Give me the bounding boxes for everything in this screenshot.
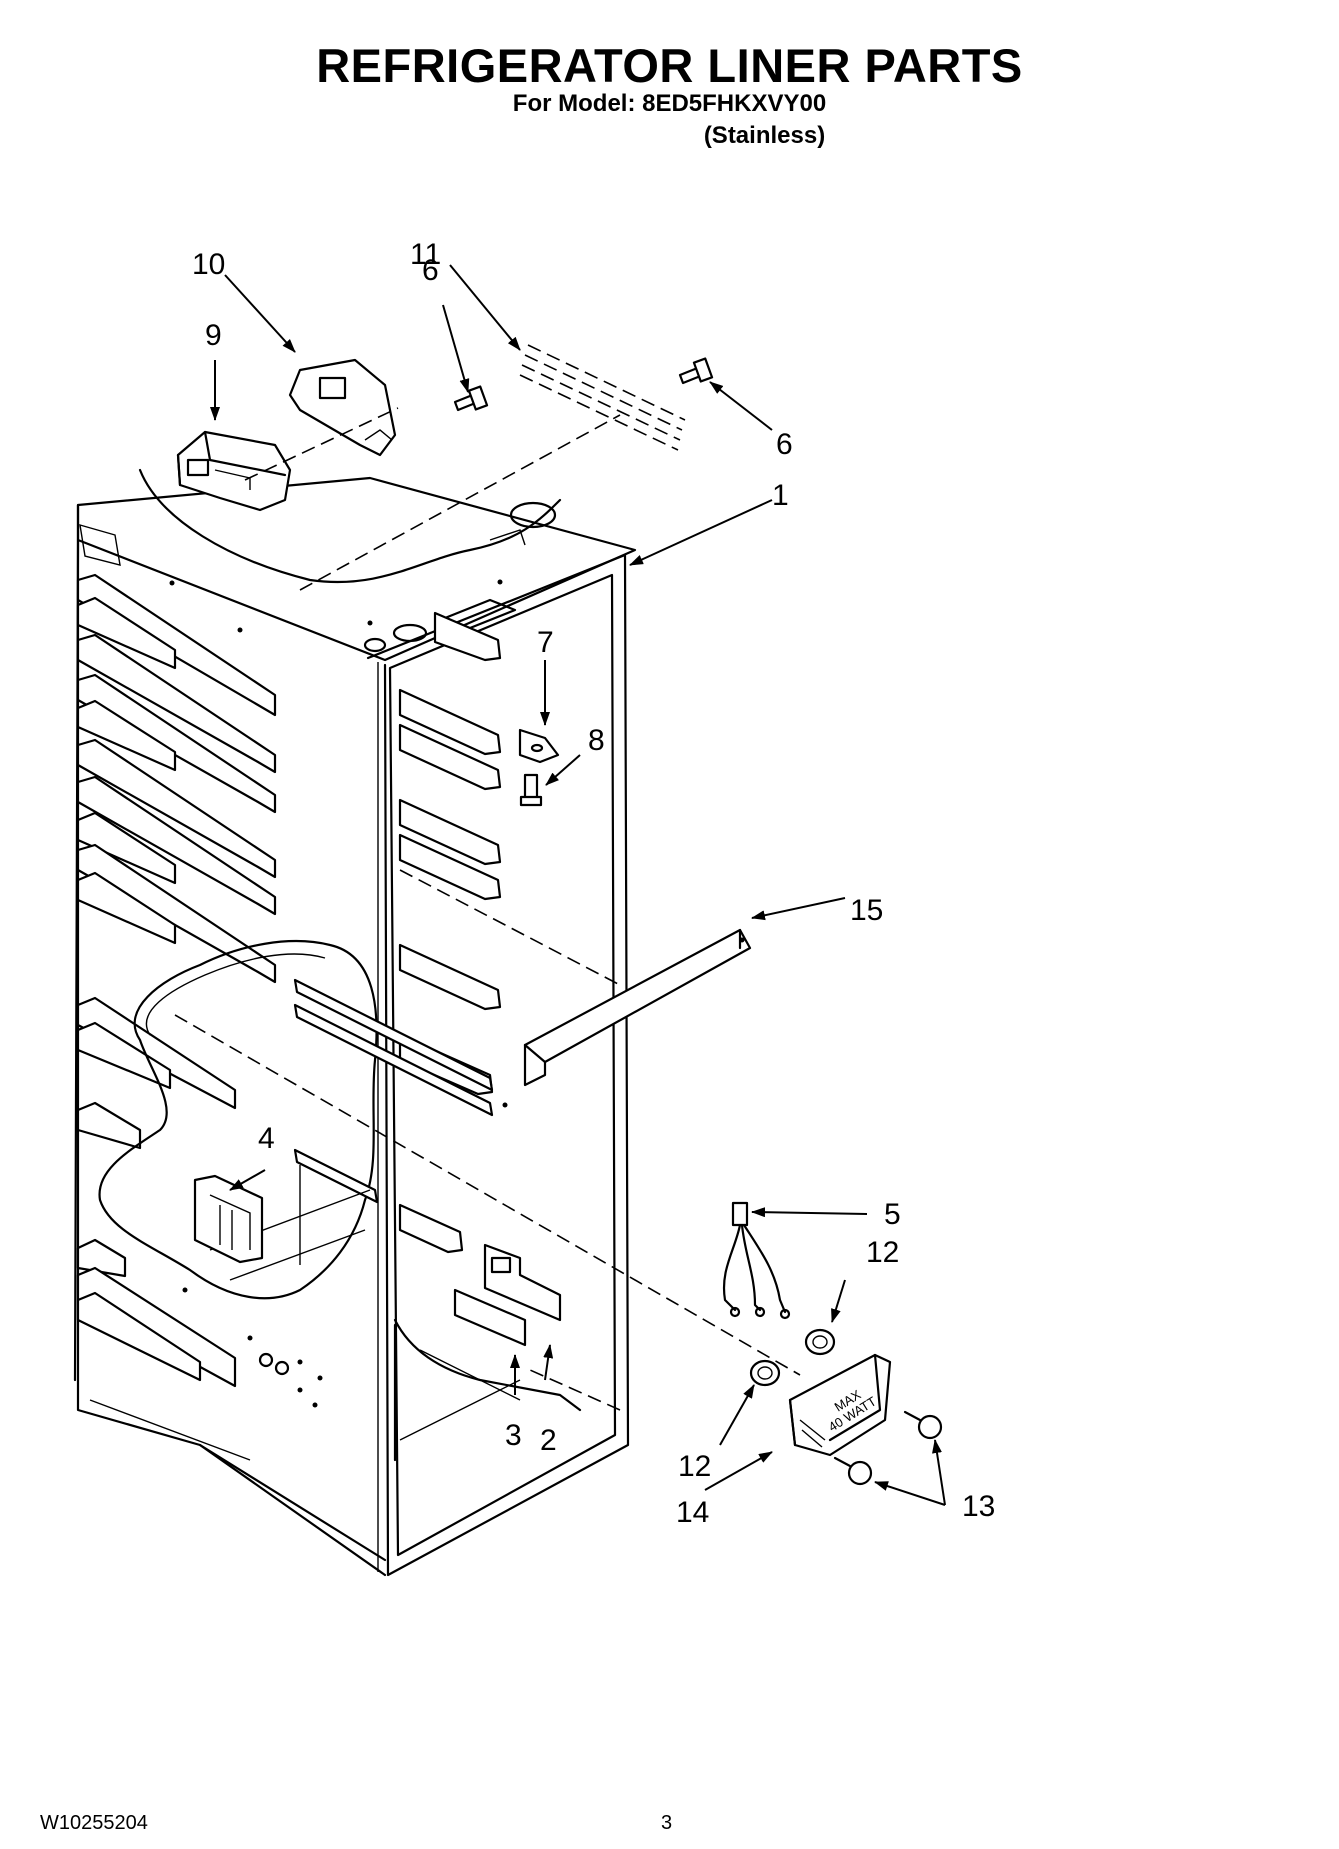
leader-arrows (210, 264, 946, 1506)
cover-plate-part-15 (523, 928, 752, 1087)
gasket-strip-part-11 (519, 344, 686, 451)
callout-14: 14 (676, 1496, 709, 1529)
callout-12-lower: 12 (678, 1450, 711, 1483)
callout-15: 15 (850, 894, 883, 927)
lamp-socket-part-12-lower (749, 1359, 781, 1387)
callout-9: 9 (205, 319, 222, 352)
screw-part-6-right (678, 357, 714, 385)
wire-harness-part-5 (722, 1201, 791, 1320)
right-wall-shelf-rails (398, 611, 508, 1254)
left-wall-shelf-rails (76, 573, 277, 1388)
page-number: 3 (661, 1812, 673, 1834)
callout-12-upper: 12 (866, 1236, 899, 1269)
finish-label: (Stainless) (703, 122, 826, 149)
callout-1: 1 (772, 479, 789, 512)
callout-4: 4 (258, 1122, 275, 1155)
clip-part-7 (518, 728, 560, 764)
callout-11: 11 (410, 238, 441, 271)
bulb-part-13-lower (833, 1456, 873, 1486)
page-title: REFRIGERATOR LINER PARTS (316, 39, 1023, 92)
callout-3: 3 (505, 1419, 522, 1452)
light-shield-part-3 (453, 1288, 527, 1347)
callout-2: 2 (540, 1424, 557, 1457)
callout-8: 8 (588, 724, 605, 757)
callout-6-left: 6 (422, 254, 439, 287)
light-lens-part-4 (193, 1174, 264, 1264)
control-housing-part-9 (176, 430, 292, 512)
document-number: W10255204 (40, 1812, 148, 1834)
model-number: For Model: 8ED5FHKXVY00 (512, 90, 827, 117)
callout-10: 10 (192, 248, 225, 281)
callout-13: 13 (962, 1490, 995, 1523)
bulb-part-13-upper (903, 1410, 943, 1440)
callout-6-right: 6 (776, 428, 793, 461)
callout-5: 5 (884, 1198, 901, 1231)
lamp-socket-part-12-upper (804, 1328, 836, 1356)
lamp-housing-part-14: MAX 40 WATT (788, 1353, 892, 1457)
callout-7: 7 (537, 626, 554, 659)
screw-part-8 (519, 773, 543, 807)
refrigerator-liner (73, 468, 637, 1577)
light-shield-part-2 (483, 1243, 562, 1322)
bracket-part-10 (288, 358, 397, 457)
screw-part-6-left (453, 385, 489, 412)
